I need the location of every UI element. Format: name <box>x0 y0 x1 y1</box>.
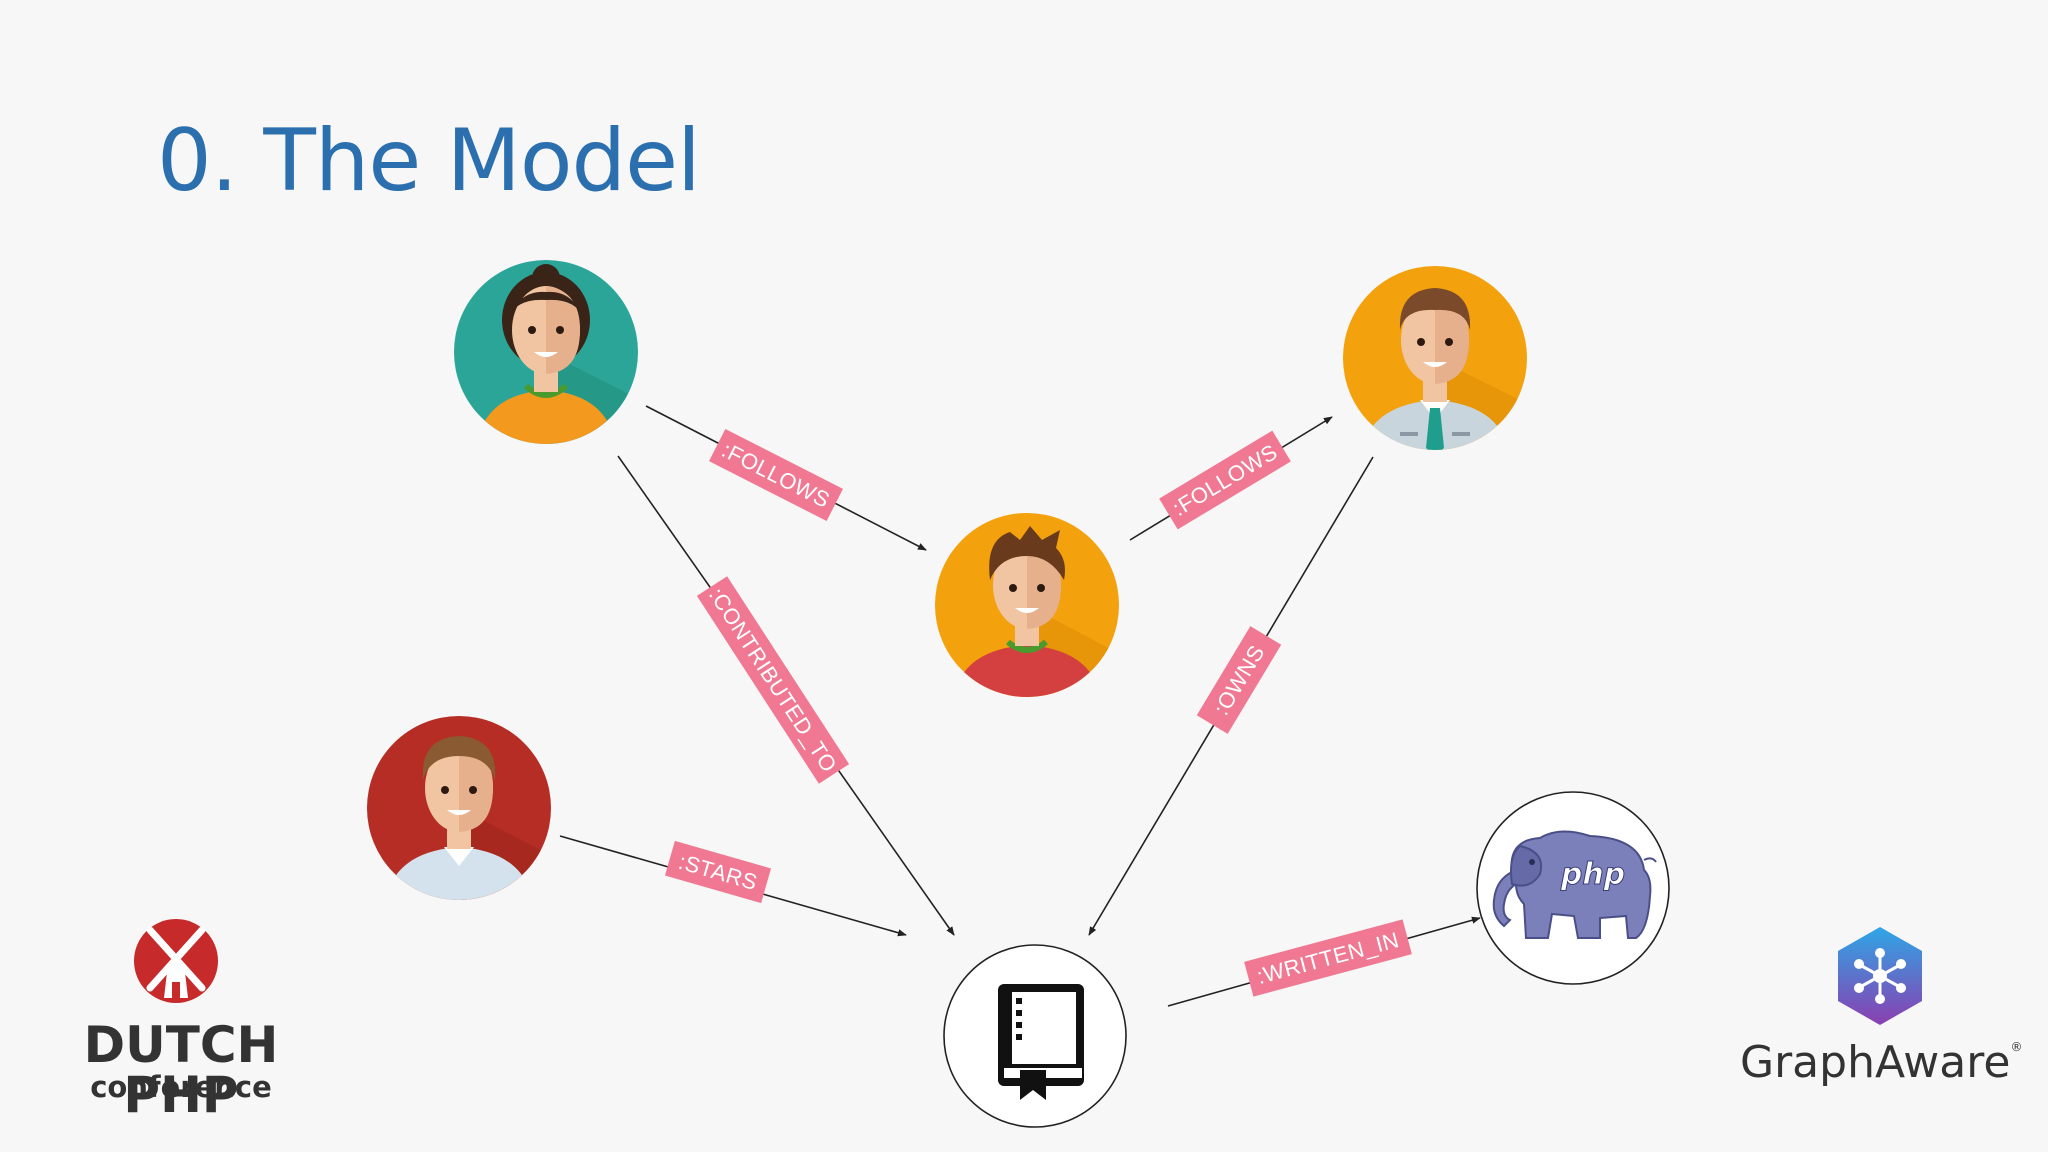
node-user-man-tie[interactable] <box>1343 266 1560 470</box>
slide-title: 0. The Model <box>157 111 701 211</box>
dutch-php-conference-logo: DUTCH PHP conference <box>22 918 342 1120</box>
rel-label-text: :FOLLOWS <box>1168 439 1282 521</box>
rel-label-text: :CONTRIBUTED_TO <box>704 583 842 777</box>
node-repository[interactable] <box>943 944 1127 1128</box>
graphaware-name: GraphAware® <box>1740 1041 2022 1085</box>
php-elephant-icon: php <box>1492 830 1657 939</box>
node-user-boy[interactable] <box>935 513 1150 710</box>
registered-mark: ® <box>2010 1040 2023 1054</box>
rel-label-stars: :STARS <box>664 840 772 904</box>
edges <box>559 405 1481 1007</box>
rel-label-follows-1: :FOLLOWS <box>709 428 843 522</box>
rel-label-owns: :OWNS <box>1196 626 1282 734</box>
rel-label-follows-2: :FOLLOWS <box>1159 430 1291 530</box>
windmill-icon <box>134 919 218 1003</box>
dutch-php-subtitle: conference <box>90 1070 272 1104</box>
node-user-man[interactable] <box>367 716 580 910</box>
graphaware-name-text: GraphAware <box>1740 1037 2011 1088</box>
rel-label-text: :FOLLOWS <box>718 437 834 513</box>
graphaware-hexagon-icon <box>1838 927 1922 1025</box>
php-logo-text: php <box>1560 857 1625 892</box>
graphaware-logo: GraphAware® <box>1740 925 2022 1095</box>
node-language-php[interactable]: php <box>1476 791 1670 985</box>
rel-label-contributed-to: :CONTRIBUTED_TO <box>696 576 850 784</box>
rel-label-written-in: :WRITTEN_IN <box>1244 919 1412 997</box>
dutch-php-name: DUTCH PHP <box>83 1016 279 1124</box>
node-user-woman[interactable] <box>454 260 680 460</box>
woman-avatar-icon <box>476 264 638 444</box>
book-icon <box>998 984 1084 1100</box>
